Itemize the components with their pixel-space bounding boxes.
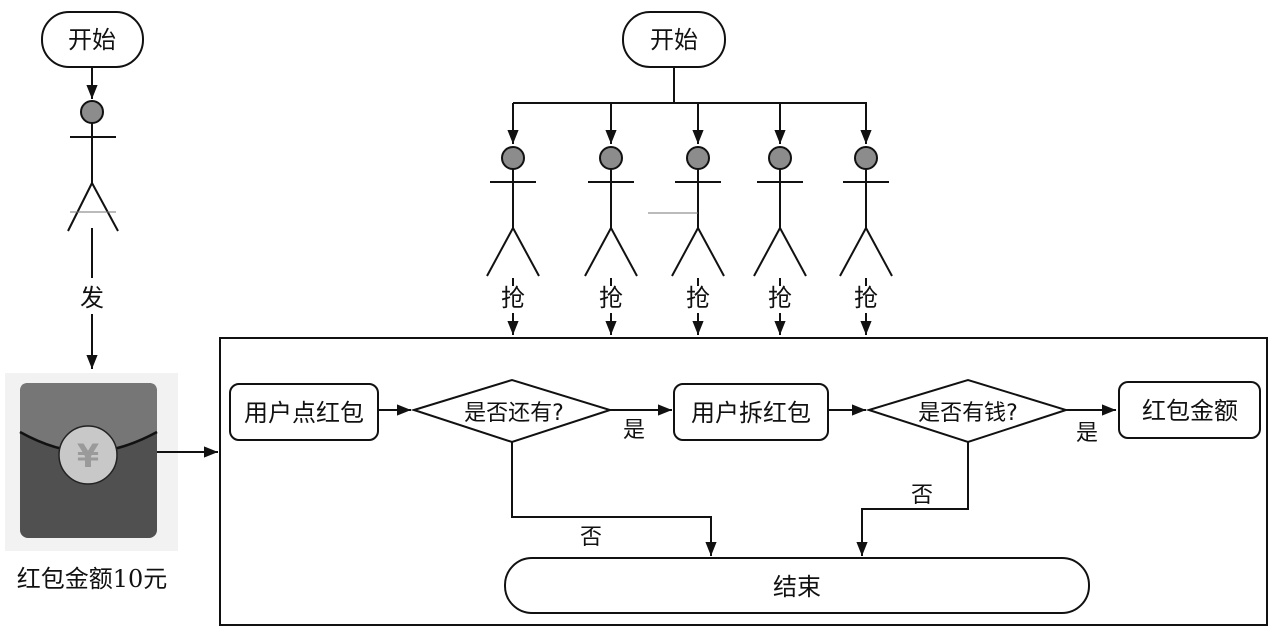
- sender-start-node: 开始: [41, 11, 144, 68]
- edge-label-yes-2: 是: [1076, 421, 1098, 446]
- node-user-open-envelope: 用户拆红包: [673, 383, 829, 441]
- grab-label: 抢: [501, 284, 525, 312]
- end-node: 结束: [504, 557, 1090, 614]
- receivers-start-node: 开始: [622, 11, 726, 68]
- sender-figure-icon: [67, 100, 119, 232]
- yuan-symbol: ¥: [77, 437, 99, 475]
- receiver-figures: 抢抢抢抢抢: [486, 103, 893, 335]
- receiver-figure-1: 抢: [486, 103, 540, 335]
- person-icon: [753, 146, 807, 277]
- edge-label-yes-1: 是: [623, 418, 645, 443]
- edge-label-no-1: 否: [580, 525, 602, 550]
- receiver-figure-4: 抢: [753, 103, 807, 335]
- person-icon: [584, 146, 638, 277]
- red-envelope-icon: ¥: [5, 373, 178, 551]
- grab-label: 抢: [854, 284, 878, 312]
- envelope-caption: 红包金额10元: [17, 565, 168, 593]
- node-envelope-amount: 红包金额: [1118, 381, 1261, 439]
- svg-text:用户点红包: 用户点红包: [244, 399, 364, 427]
- svg-text:红包金额: 红包金额: [1142, 397, 1238, 425]
- person-icon: [671, 146, 725, 277]
- person-icon: [839, 146, 893, 277]
- person-icon: [486, 146, 540, 277]
- svg-text:结束: 结束: [773, 573, 821, 601]
- receiver-figure-2: 抢: [584, 103, 638, 335]
- svg-text:是否还有?: 是否还有?: [464, 401, 564, 426]
- decision-has-money: 是否有钱?: [865, 378, 1070, 444]
- receiver-figure-3: 抢: [671, 103, 725, 335]
- send-label: 发: [80, 284, 104, 312]
- node-user-click-envelope: 用户点红包: [229, 383, 379, 441]
- receivers-start-label: 开始: [650, 26, 698, 54]
- decision-has-remaining: 是否还有?: [410, 378, 614, 444]
- grab-label: 抢: [768, 284, 792, 312]
- receiver-figure-5: 抢: [839, 103, 893, 335]
- flow-frame: [219, 337, 1268, 626]
- edge-no-money-to-end: [856, 442, 969, 556]
- edge-label-no-2: 否: [911, 483, 933, 508]
- edge-no-remaining-to-end: [511, 442, 717, 556]
- sender-start-label: 开始: [68, 26, 116, 54]
- svg-text:用户拆红包: 用户拆红包: [691, 399, 811, 427]
- svg-text:是否有钱?: 是否有钱?: [918, 401, 1018, 426]
- grab-label: 抢: [686, 284, 710, 312]
- grab-label: 抢: [599, 284, 623, 312]
